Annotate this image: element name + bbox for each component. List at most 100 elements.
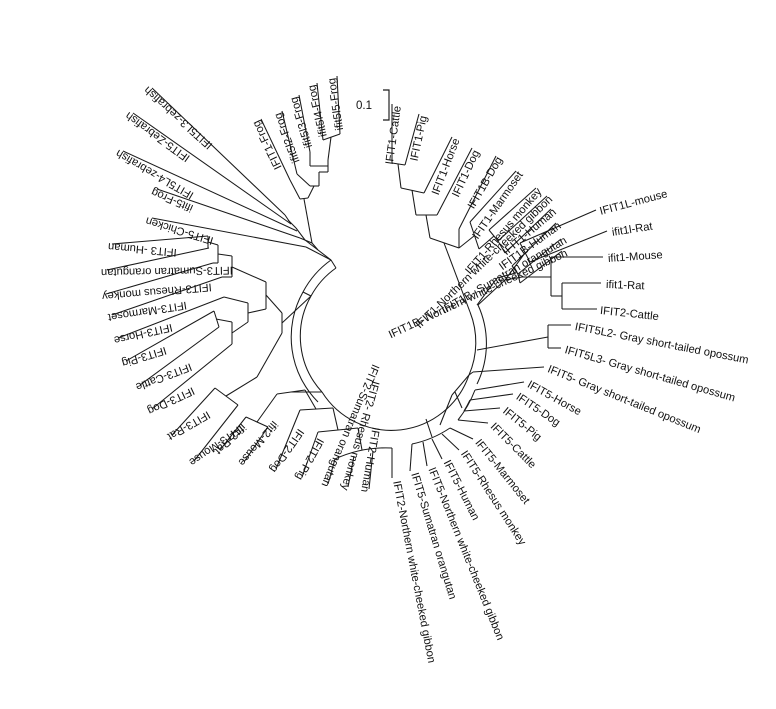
branch-ifit5-rhesus xyxy=(441,433,460,451)
tip-label: IFIT1L-mouse xyxy=(598,188,668,218)
branch-ifit1-cluster-stem xyxy=(458,235,475,249)
branch-ifit5-chicken xyxy=(151,217,307,248)
tip-label: IFIT3-Rat xyxy=(164,408,212,442)
branch-ifit3-ung-root xyxy=(247,308,267,314)
branch-ifit1b-dog xyxy=(458,155,497,230)
branch-ifit5l3-frog xyxy=(298,94,311,153)
branch-zebrafish-stem xyxy=(287,219,297,229)
branch-ifit5-clade-stem xyxy=(439,394,453,426)
tip-label: IFIT2-Cattle xyxy=(599,305,659,323)
branch-ifit2-orangutan xyxy=(327,458,336,485)
branch-ifit3-ungulate-stem xyxy=(231,321,249,334)
branch-ifit1b-stem xyxy=(496,272,517,279)
branch-ifit5-gibbon xyxy=(422,441,428,467)
clade-ifit2-primate xyxy=(219,389,393,490)
branch-ifit5-to-backbone xyxy=(451,374,470,396)
branch-ifit3-human xyxy=(111,235,209,245)
branch-ifit5-chicken-join xyxy=(305,246,332,261)
branch-opossum-stem xyxy=(476,336,549,351)
branch-ifit3-hs-stem xyxy=(207,241,219,246)
branch-ifit5l3-zebrafish xyxy=(151,87,286,216)
branch-ifit5-zebrafish xyxy=(132,112,292,225)
branch-ifit1-human xyxy=(504,208,552,254)
branch-ifit3-rhesus xyxy=(105,262,214,295)
branch-ifit3-horse-join xyxy=(223,296,249,304)
backbone-arc-right xyxy=(468,311,477,376)
branch-ifit1l-rat xyxy=(529,230,608,263)
branch-ifit3-mouse xyxy=(193,404,239,462)
branch-ifit1b-join1 xyxy=(511,265,519,275)
tip-label: IFIT1-Cattle xyxy=(384,105,404,165)
branch-ifit5-orangutan xyxy=(409,443,413,472)
tip-label: IFIT3-Sumatran orangutan xyxy=(101,264,233,278)
branch-ifit5l4-zebrafish xyxy=(122,150,298,232)
branch-ifit2-dog xyxy=(275,409,301,470)
branch-ifit2-rodent-stem xyxy=(256,393,278,423)
branch-ifit3-root xyxy=(281,295,312,324)
branch-ifit3-rh-stem xyxy=(217,253,233,257)
clade-opossum xyxy=(472,324,571,373)
backbone-arc-left xyxy=(299,295,323,393)
branch-ifit1-rhesus xyxy=(488,187,537,231)
branch-ifit5-pig xyxy=(463,407,501,412)
scale-bar-label: 0.1 xyxy=(356,100,372,112)
branch-ifit3-cattle xyxy=(139,326,220,386)
branch-ifit1-dog xyxy=(436,147,473,216)
clade-ifit1l-rodent xyxy=(477,209,608,310)
tip-label: IFIT3-Marmoset xyxy=(106,299,187,323)
branch-ifit1l-join xyxy=(519,242,531,263)
tip-label: IFIT1-Pig xyxy=(409,115,430,163)
clade-ifit3 xyxy=(105,235,312,462)
branch-ifit1-primate-join2 xyxy=(497,240,506,254)
branch-ifit1-ungulate-stem xyxy=(425,214,431,239)
clade-outgroup xyxy=(122,75,341,269)
scale-bar-bracket xyxy=(383,89,390,121)
tip-label: ifit1l-Rat xyxy=(611,220,654,238)
branch-frog-stem-2345 xyxy=(307,185,315,199)
branch-ifit5-cattle xyxy=(457,419,489,424)
branch-ifit5-human xyxy=(431,438,443,460)
branch-ifit3-all-stem xyxy=(265,294,283,314)
branch-outgroup-stem xyxy=(304,239,319,251)
backbone-arc-outer-left xyxy=(302,259,332,293)
branch-ifit3-rodent-stem xyxy=(225,376,258,397)
clade-ifit5-mammal xyxy=(409,371,525,472)
branch-ifit3-horse xyxy=(117,296,225,339)
tip-label: IFIT3-Rhesus monkey xyxy=(101,280,212,302)
tree-backbone xyxy=(290,259,487,431)
branch-ifit3-pig-cattle-stem xyxy=(215,318,233,323)
tip-label: IFIT5-Chicken xyxy=(144,214,215,246)
branch-ifit1-pig xyxy=(404,113,420,166)
branch-ifit3-dog xyxy=(151,343,233,410)
branch-ifit2-stem3 xyxy=(304,389,317,410)
branch-rodent-to-backbone xyxy=(477,279,506,306)
branch-ifit2-mouse xyxy=(243,426,269,463)
branch-ifit1b-gibbon xyxy=(519,250,563,284)
branch-ifit1b-root xyxy=(476,277,498,306)
backbone-arc-outer-right xyxy=(476,304,487,385)
tip-label: IFIT3-Dog xyxy=(145,384,196,416)
tip-label: ifit5l5-Frog xyxy=(326,77,346,131)
branch-ifit3-to-backbone xyxy=(302,291,312,297)
tip-label: IFIT3-Pig xyxy=(120,344,168,369)
branch-ifit3-marmoset xyxy=(111,276,223,316)
branch-frog-all-join xyxy=(299,197,309,200)
branch-ifit5-marmoset xyxy=(449,427,474,440)
branch-ifit5l5-frog xyxy=(336,75,341,135)
branch-ifit3-orangutan xyxy=(106,247,210,271)
branch-ifit1-primate-stem xyxy=(478,235,495,250)
branch-ifit1-root xyxy=(443,242,471,313)
branch-ifit5-dog xyxy=(469,393,514,401)
branch-ifit1-frog xyxy=(260,118,291,181)
branch-outgroup-to-backbone xyxy=(317,249,332,261)
branch-ifit2-rhesus xyxy=(347,455,355,488)
backbone-arc-outer-lowerleft xyxy=(290,291,319,403)
backbone-arc-upper-left xyxy=(310,267,337,297)
branch-ifit5-mammal-stem xyxy=(454,391,463,409)
arc-ifit5-primates xyxy=(411,427,451,445)
branch-zebrafish-root xyxy=(295,227,306,241)
branch-ifit2-pig xyxy=(301,431,319,478)
